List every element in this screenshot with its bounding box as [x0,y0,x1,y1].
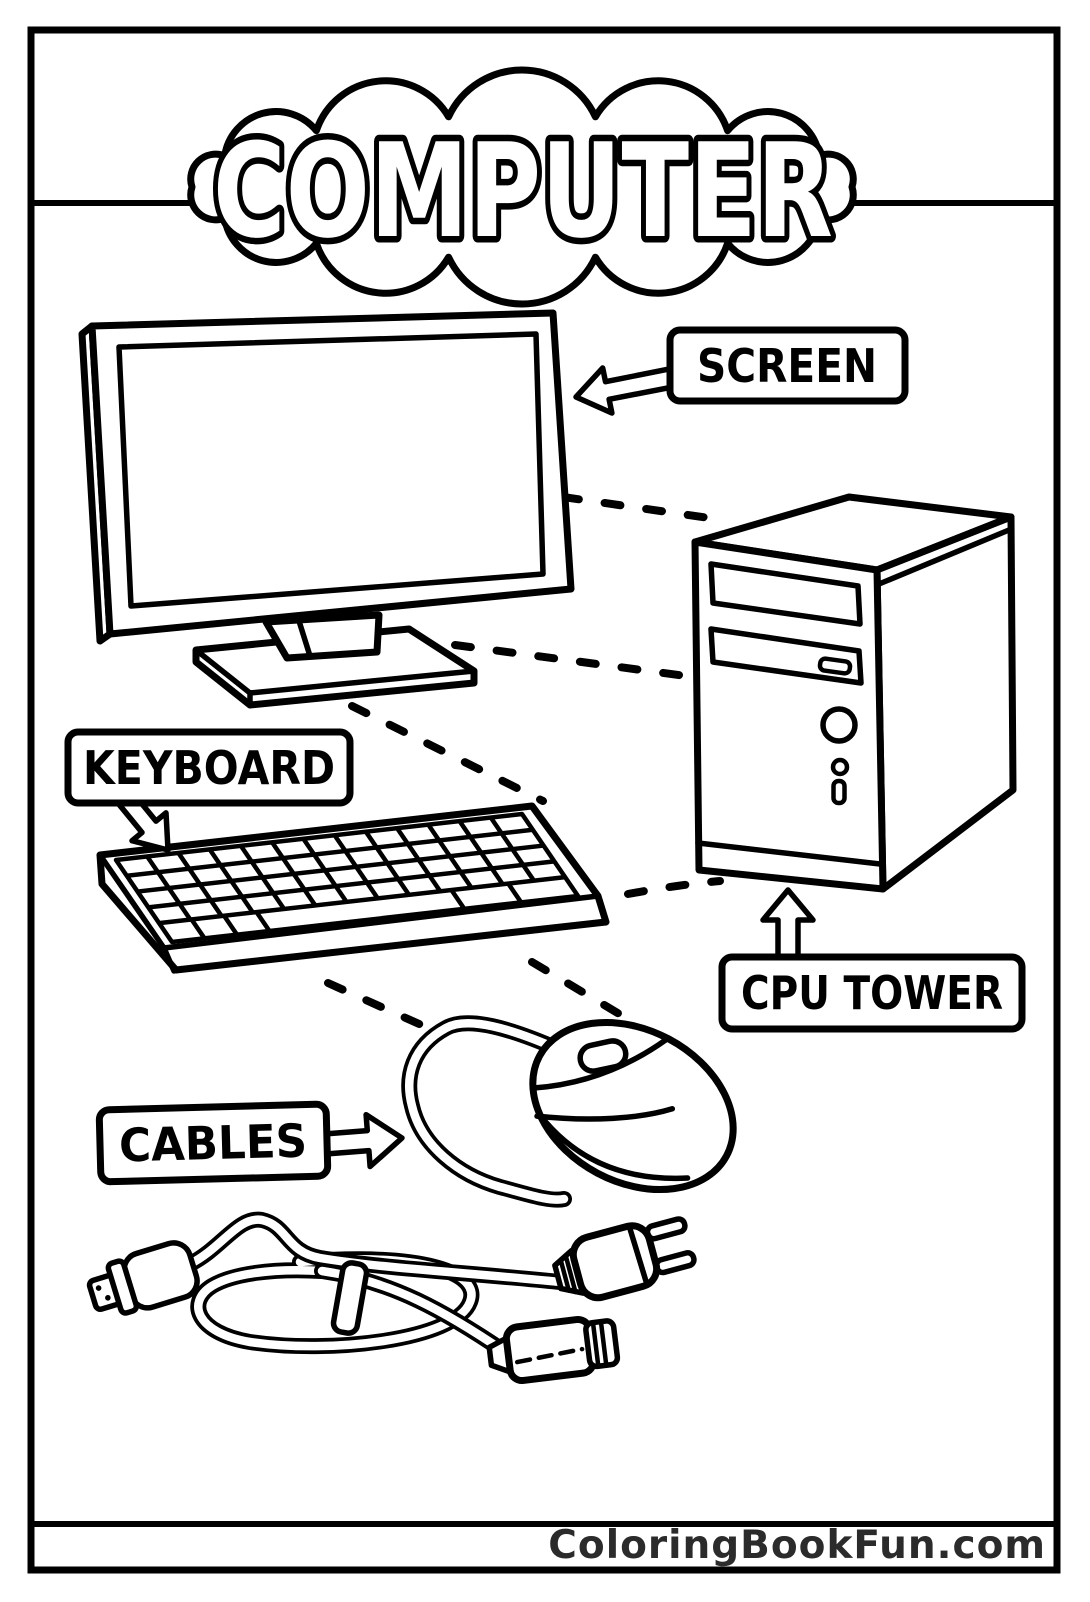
cpu-tower-arrow [760,887,816,962]
screen-label: SCREEN [697,339,877,393]
keyboard-drawing [100,806,606,971]
label-keyboard: KEYBOARD [64,728,354,853]
screen-label-box [666,326,909,405]
usb-connector [86,1240,200,1316]
monitor-drawing [78,309,575,709]
cpu-tower-drawing [691,493,1017,893]
screen-arrow [573,365,682,416]
cable-tie [330,1260,370,1336]
cables-drawing [86,1211,697,1385]
label-cpu-tower: CPU TOWER [718,887,1026,1033]
power-plug [552,1216,697,1302]
cpu-tower-label: CPU TOWER [741,966,1003,1020]
cloud-outline [187,66,857,308]
cables-label: CABLES [118,1114,307,1173]
page-title: COMPUTER [213,115,833,267]
cables-arrow [321,1111,405,1170]
keyboard-keys [116,814,578,942]
label-cables: CABLES [95,1100,405,1186]
mouse-body [529,1018,737,1194]
drive-bay [708,561,863,627]
keyboard-label: KEYBOARD [83,741,335,795]
cables-label-box [95,1100,332,1186]
watermark: ColoringBookFun.com [548,1523,1046,1568]
plug-prong [653,1250,697,1276]
scroll-wheel [577,1038,629,1074]
monitor-screen [116,331,546,609]
title-cloud: COMPUTER [187,66,857,308]
page-border [27,26,1061,1574]
hdmi-connector [486,1315,621,1385]
connector-dashes [324,493,727,1032]
power-button [820,706,858,744]
cpu-tower-label-box [718,953,1026,1033]
keyboard-label-box [64,728,354,807]
label-screen: SCREEN [573,326,909,416]
mouse-drawing [401,1015,737,1208]
